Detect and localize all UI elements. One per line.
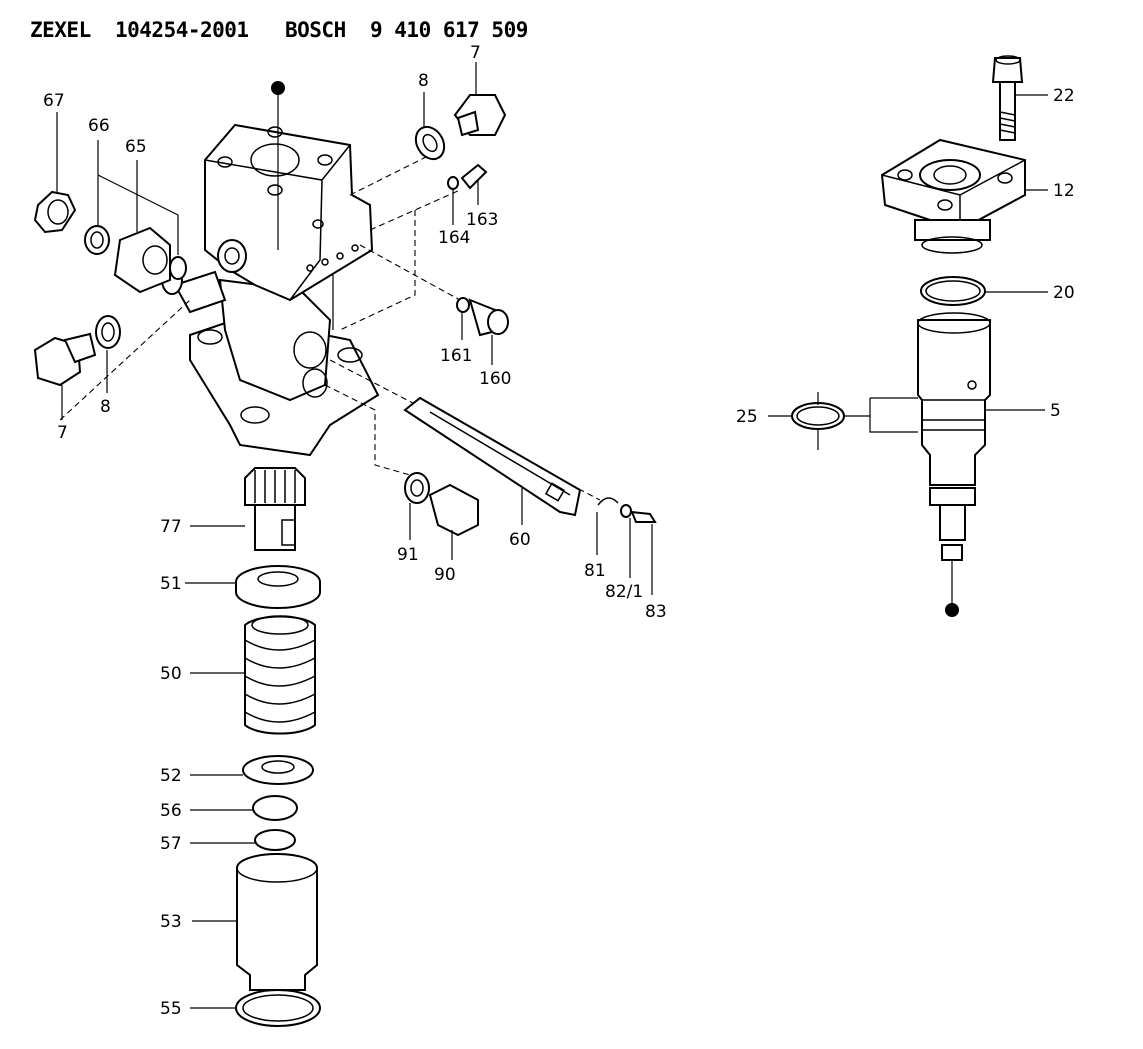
label-67: 67 xyxy=(43,91,65,111)
label-22: 22 xyxy=(1053,86,1075,106)
label-50: 50 xyxy=(160,664,182,684)
part-5-plunger-barrel xyxy=(917,312,991,617)
label-8-top: 8 xyxy=(418,71,429,91)
part-90-plug xyxy=(428,483,479,537)
label-91: 91 xyxy=(397,545,419,565)
leader-lines xyxy=(56,62,1048,1009)
label-65: 65 xyxy=(125,137,147,157)
part-53-tappet xyxy=(236,853,318,991)
part-7-plug-top xyxy=(453,94,507,137)
label-83: 83 xyxy=(645,602,667,622)
label-25: 25 xyxy=(736,407,758,427)
part-25-o-ring xyxy=(791,392,845,450)
part-50-spring xyxy=(244,615,316,735)
part-12-flange xyxy=(880,138,1026,254)
pump-housing xyxy=(161,81,380,457)
label-66: 66 xyxy=(88,116,110,136)
label-7-left: 7 xyxy=(57,423,68,443)
label-163: 163 xyxy=(466,210,498,230)
label-5: 5 xyxy=(1050,401,1061,421)
label-77: 77 xyxy=(160,517,182,537)
label-8-left: 8 xyxy=(100,397,111,417)
part-20-o-ring xyxy=(920,276,986,306)
part-number-labels: 67 66 65 8 7 8 7 164 163 161 160 77 51 5… xyxy=(43,43,1075,1019)
label-55: 55 xyxy=(160,999,182,1019)
part-51-spring-seat xyxy=(235,565,321,609)
part-56-shim xyxy=(252,795,298,821)
part-57-shim xyxy=(254,829,296,851)
label-82-1: 82/1 xyxy=(605,582,643,602)
part-81-82-83-hardware xyxy=(597,497,657,523)
part-161-160-bolt xyxy=(456,297,509,337)
part-52-lower-seat xyxy=(242,755,314,785)
part-91-washer xyxy=(404,472,430,504)
label-81: 81 xyxy=(584,561,606,581)
part-8-washer-left xyxy=(95,315,121,349)
part-55-ring xyxy=(235,989,321,1027)
label-20: 20 xyxy=(1053,283,1075,303)
label-57: 57 xyxy=(160,834,182,854)
part-77-control-sleeve xyxy=(244,467,306,551)
label-60: 60 xyxy=(509,530,531,550)
diagram-header: ZEXEL 104254-2001 BOSCH 9 410 617 509 xyxy=(30,18,528,42)
label-56: 56 xyxy=(160,801,182,821)
part-164-163-bolt xyxy=(447,163,488,190)
part-8-washer-top xyxy=(414,125,446,161)
part-60-control-rod xyxy=(403,396,582,517)
part-7-plug-left xyxy=(33,332,97,387)
label-52: 52 xyxy=(160,766,182,786)
part-65-union xyxy=(113,226,187,294)
label-53: 53 xyxy=(160,912,182,932)
part-22-bolt xyxy=(991,55,1024,141)
label-90: 90 xyxy=(434,565,456,585)
label-51: 51 xyxy=(160,574,182,594)
label-164: 164 xyxy=(438,228,470,248)
part-67-nut xyxy=(33,190,77,234)
label-12: 12 xyxy=(1053,181,1075,201)
part-66-washer xyxy=(84,225,110,255)
label-161: 161 xyxy=(440,346,472,366)
label-7-top: 7 xyxy=(470,43,481,63)
label-160: 160 xyxy=(479,369,511,389)
